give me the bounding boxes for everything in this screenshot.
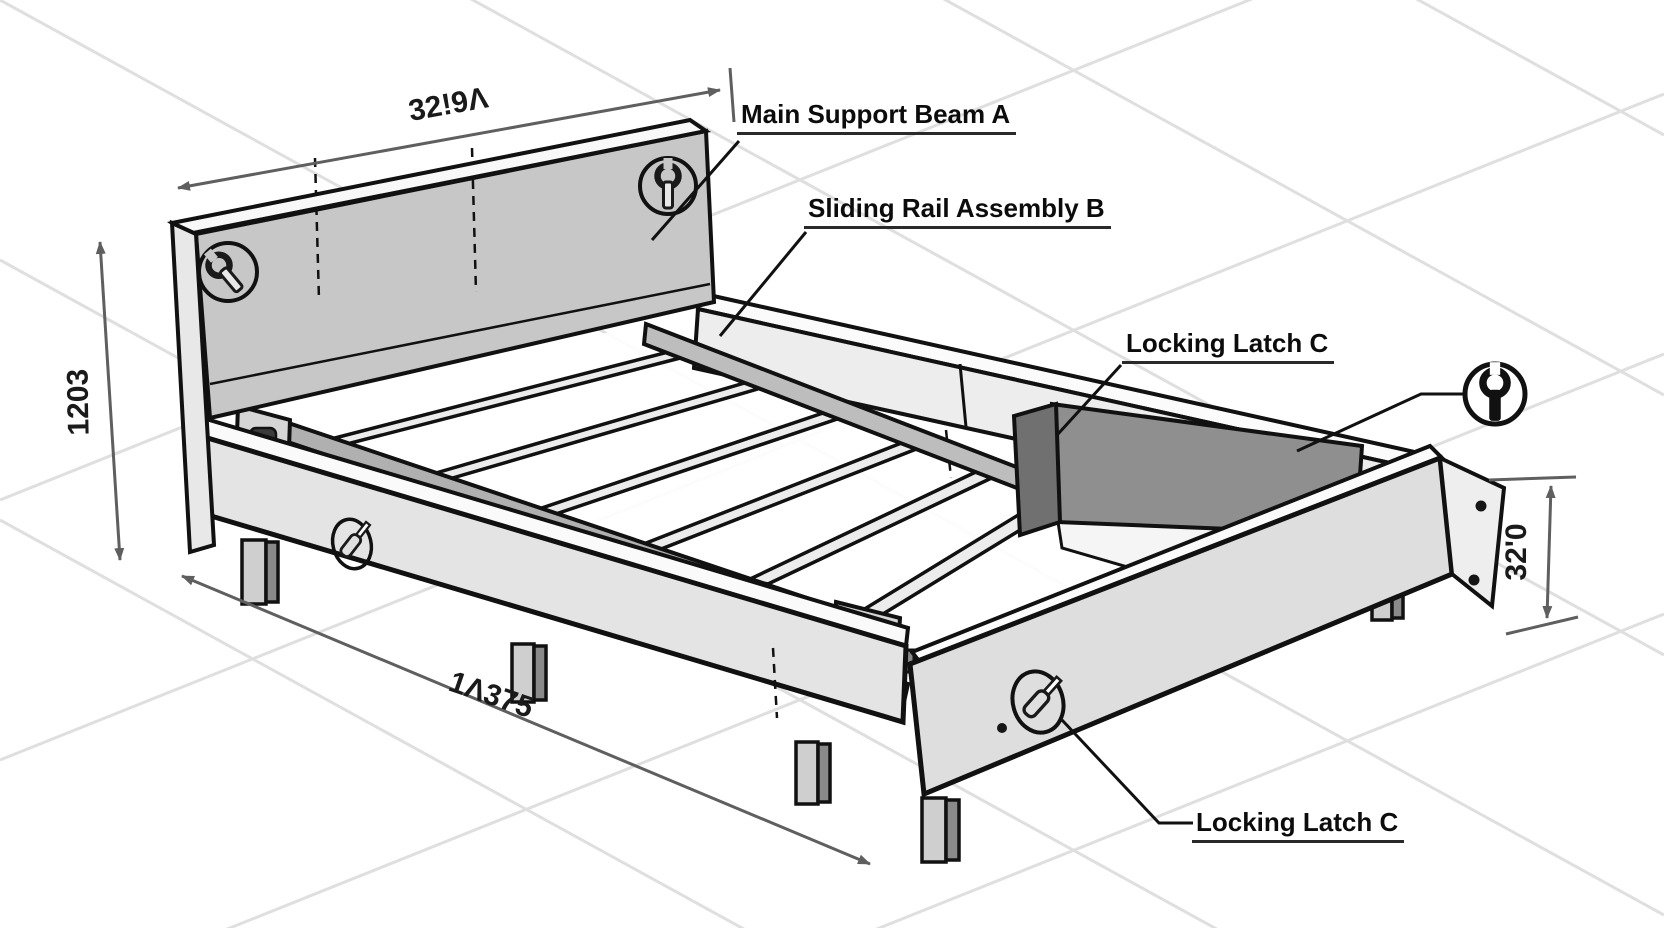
leader-lines <box>650 140 1193 825</box>
dimension-left: 1203 <box>61 241 125 561</box>
slats <box>299 350 1071 619</box>
tools-icon <box>1296 361 1528 453</box>
label-locking-latch-lower: Locking Latch C <box>1192 808 1405 843</box>
footboard <box>907 443 1507 798</box>
dimension-top-value: 32!9Λ <box>406 81 491 127</box>
dimension-right: 32'0 <box>1488 475 1579 636</box>
wrench-icon <box>197 241 259 303</box>
screwdriver-icon <box>330 517 374 571</box>
label-sliding-rail-assembly: Sliding Rail Assembly B <box>804 194 1111 229</box>
screwdriver-icon <box>1010 669 1066 735</box>
dimension-left-value: 1203 <box>61 369 95 436</box>
dimension-right-value: 32'0 <box>1500 523 1533 580</box>
label-main-support-beam: Main Support Beam A <box>737 100 1017 135</box>
label-locking-latch-upper: Locking Latch C <box>1122 329 1335 364</box>
